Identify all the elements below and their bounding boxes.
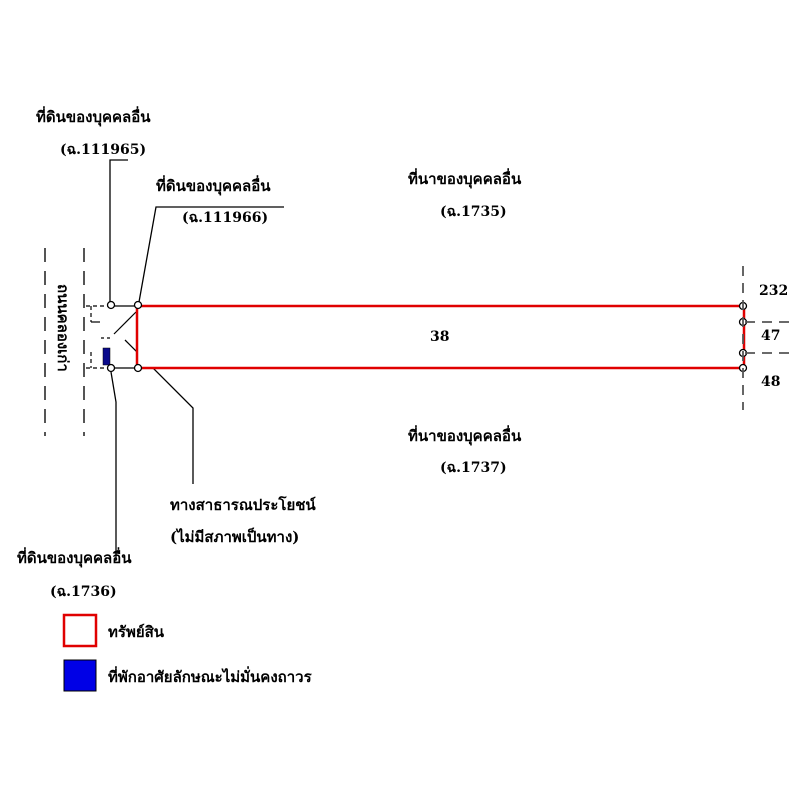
parcel-bottom-left-code: (ฉ.1736) xyxy=(50,584,117,600)
legend-swatch-property xyxy=(62,613,98,648)
legend: ทรัพย์สิน ที่พักอาศัยลักษณะไม่มั่นคงถาวร xyxy=(62,613,313,692)
right-number-232: 232 xyxy=(759,283,788,299)
leader-111965 xyxy=(109,159,128,302)
parcel-top-right-code: (ฉ.1735) xyxy=(440,204,507,220)
parcel-top-left-2-code: (ฉ.111966) xyxy=(182,210,268,226)
property-boundary xyxy=(135,304,746,370)
legend-label-property: ทรัพย์สิน xyxy=(108,623,165,641)
post-corner-bl xyxy=(133,363,143,373)
right-neighbors xyxy=(742,266,792,410)
parcel-top-right-label: ที่นาของบุคคลอื่น xyxy=(408,168,522,189)
leader-1736 xyxy=(110,371,117,560)
mark-diag-a xyxy=(113,311,137,335)
parcel-bottom-right-label: ที่นาของบุคคลอื่น xyxy=(408,425,522,446)
public-way-label: ทางสาธารณประโยชน์ xyxy=(170,495,316,514)
post-road-top xyxy=(106,300,116,310)
road-label: ถนนคลองเก่า xyxy=(54,284,72,372)
parcel-bottom-right-code: (ฉ.1737) xyxy=(440,460,507,476)
parcel-top-left-1-label: ที่ดินของบุคคลอื่น xyxy=(36,106,151,127)
public-way-note: (ไม่มีสภาพเป็นทาง) xyxy=(170,527,299,546)
right-number-48: 48 xyxy=(761,374,780,390)
property-number: 38 xyxy=(430,329,449,345)
boundary-marks xyxy=(86,305,137,369)
post-corner-tl xyxy=(133,300,143,310)
leader-111966 xyxy=(138,206,284,303)
right-number-47: 47 xyxy=(761,328,780,344)
parcel-top-left-1-code: (ฉ.111965) xyxy=(60,142,146,158)
post-road-bot xyxy=(106,363,116,373)
parcel-top-left-2-label: ที่ดินของบุคคลอื่น xyxy=(156,175,271,196)
residence-structure xyxy=(102,347,111,366)
road: ถนนคลองเก่า xyxy=(44,248,85,436)
legend-swatch-residence xyxy=(63,659,97,692)
parcel-bottom-left-label: ที่ดินของบุคคลอื่น xyxy=(17,547,132,568)
legend-label-residence: ที่พักอาศัยลักษณะไม่มั่นคงถาวร xyxy=(108,666,313,686)
